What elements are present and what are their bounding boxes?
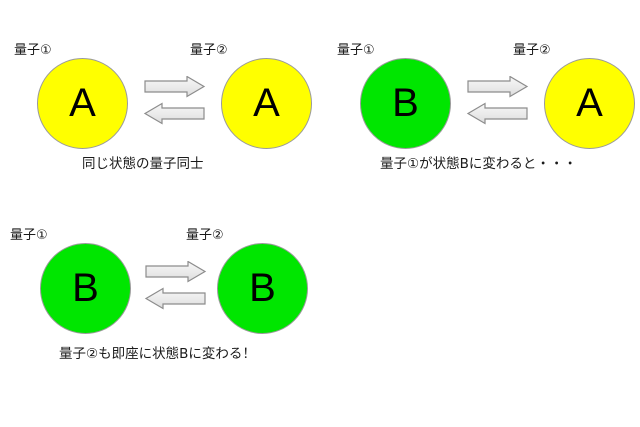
panel-caption: 量子①が状態Bに変わると・・・ xyxy=(380,156,577,172)
bidirectional-arrow-pair xyxy=(143,76,207,134)
panel-caption: 同じ状態の量子同士 xyxy=(82,156,204,172)
quantum-two-state-letter: A xyxy=(253,80,280,125)
right-block-arrow xyxy=(144,76,206,98)
left-block-arrow xyxy=(466,102,528,125)
right-block-arrow xyxy=(145,261,207,283)
quantum-two-state-letter: A xyxy=(576,80,603,125)
bidirectional-arrow-pair xyxy=(466,76,530,134)
quantum-one-circle[interactable]: B xyxy=(360,58,451,149)
quantum-two-circle[interactable]: A xyxy=(544,58,635,149)
node-label-quantum-one: 量子① xyxy=(337,43,375,58)
bidirectional-arrow-pair xyxy=(144,261,208,319)
quantum-one-state-letter: B xyxy=(72,265,99,310)
quantum-one-circle[interactable]: A xyxy=(37,58,128,149)
quantum-two-circle[interactable]: A xyxy=(221,58,312,149)
quantum-one-circle[interactable]: B xyxy=(40,243,131,334)
node-label-quantum-two: 量子② xyxy=(186,228,224,243)
left-block-arrow xyxy=(144,287,206,310)
node-label-quantum-one: 量子① xyxy=(14,43,52,58)
quantum-one-state-letter: A xyxy=(69,80,96,125)
node-label-quantum-two: 量子② xyxy=(513,43,551,58)
right-block-arrow xyxy=(467,76,529,98)
node-label-quantum-one: 量子① xyxy=(10,228,48,243)
quantum-two-state-letter: B xyxy=(249,265,276,310)
left-block-arrow xyxy=(143,102,205,125)
node-label-quantum-two: 量子② xyxy=(190,43,228,58)
panel-caption: 量子②も即座に状態Bに変わる！ xyxy=(59,346,256,362)
quantum-two-circle[interactable]: B xyxy=(217,243,308,334)
quantum-one-state-letter: B xyxy=(392,80,419,125)
